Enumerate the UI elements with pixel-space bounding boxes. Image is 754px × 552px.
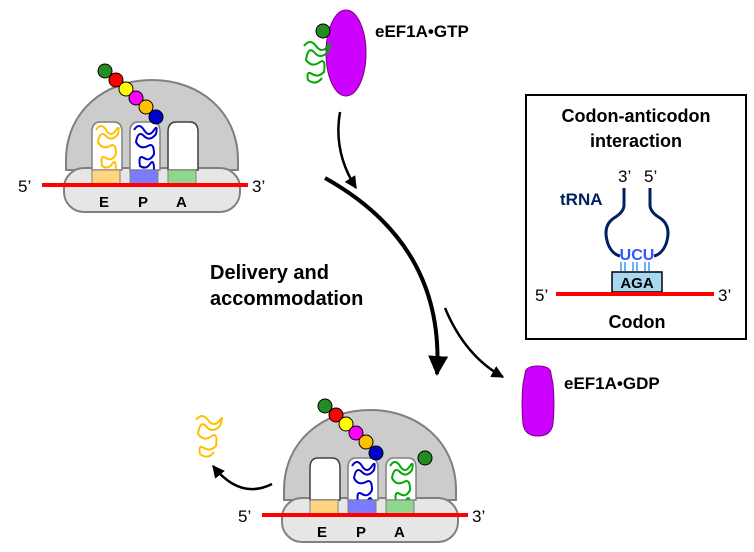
codon-anticodon-inset: Codon-anticodon interaction tRNA 3’ 5’ U… (525, 94, 747, 340)
ribosome-bottom-site-e-box (309, 499, 339, 515)
ribosome-top-site-a-box (167, 169, 197, 185)
ribosome-top-site-a-label: A (176, 194, 187, 211)
ribosome-top-a-site-trna (167, 121, 199, 171)
eef1a-gtp-complex: eEF1A•GTP (303, 9, 469, 97)
ribosome-top-site-p-label: P (138, 194, 148, 211)
arrow-delivery-main (324, 176, 449, 376)
inset-frame (525, 94, 747, 340)
eef1a-gtp-label: eEF1A•GTP (375, 22, 469, 41)
ribosome-bottom-peptide-chain (317, 398, 433, 466)
eef1a-gdp-protein (521, 365, 555, 437)
inset-codon-seq: AGA (620, 275, 654, 292)
eef1a-gdp-label: eEF1A•GDP (564, 374, 660, 393)
eef1a-gtp-amino-acid (315, 23, 331, 39)
eef1a-gtp-trna-squiggle (303, 41, 331, 84)
ribosome-top-p-trna-squiggle (133, 125, 158, 178)
ribosome-bottom-three-prime: 3’ (472, 507, 485, 526)
ribosome-bottom-site-e-label: E (317, 524, 327, 541)
ribosome-bottom-site-a-box (385, 499, 415, 515)
ribosome-bottom-e-site-trna (309, 457, 341, 501)
delivery-label-line1: Delivery and (210, 262, 329, 284)
ribosome-top-peptide-chain (97, 63, 164, 125)
delivery-label-line2: accommodation (210, 288, 363, 310)
inset-mrna-five-prime: 5’ (535, 286, 548, 305)
ribosome-top: 5’ 3’ E P A (18, 63, 265, 213)
inset-codon-label: Codon (609, 312, 666, 332)
inset-trna-five-prime: 5’ (644, 167, 657, 186)
inset-anticodon: UCU (620, 247, 655, 264)
inset-trna-three-prime: 3’ (618, 167, 631, 186)
ribosome-top-three-prime: 3’ (252, 177, 265, 196)
ribosome-top-site-e-label: E (99, 194, 109, 211)
ribosome-top-site-e-box (91, 169, 121, 185)
ribosome-top-site-p-box (129, 169, 159, 185)
inset-mrna-three-prime: 3’ (718, 286, 731, 305)
ribosome-top-five-prime: 5’ (18, 177, 31, 196)
inset-trna-arm (604, 188, 670, 258)
ribosome-bottom-site-p-box (347, 499, 377, 515)
eef1a-gtp-protein (325, 9, 367, 97)
eef1a-gdp-complex: eEF1A•GDP (521, 365, 660, 437)
arrow-eef1a-binding (337, 111, 358, 190)
inset-title-line2: interaction (590, 131, 682, 151)
ribosome-bottom-five-prime: 5’ (238, 507, 251, 526)
arrow-eef1a-release (443, 307, 505, 379)
ribosome-top-e-trna-squiggle (95, 125, 120, 178)
arrow-trna-exit (212, 465, 273, 491)
inset-base-pairs (620, 262, 650, 271)
ribosome-bottom-site-p-label: P (356, 524, 366, 541)
ribosome-bottom-site-a-label: A (394, 524, 405, 541)
released-trna-squiggle (195, 415, 223, 458)
ribosome-bottom: 5’ 3’ E P A (238, 398, 485, 543)
inset-title-line1: Codon-anticodon (562, 106, 711, 126)
inset-trna-label: tRNA (560, 190, 603, 209)
